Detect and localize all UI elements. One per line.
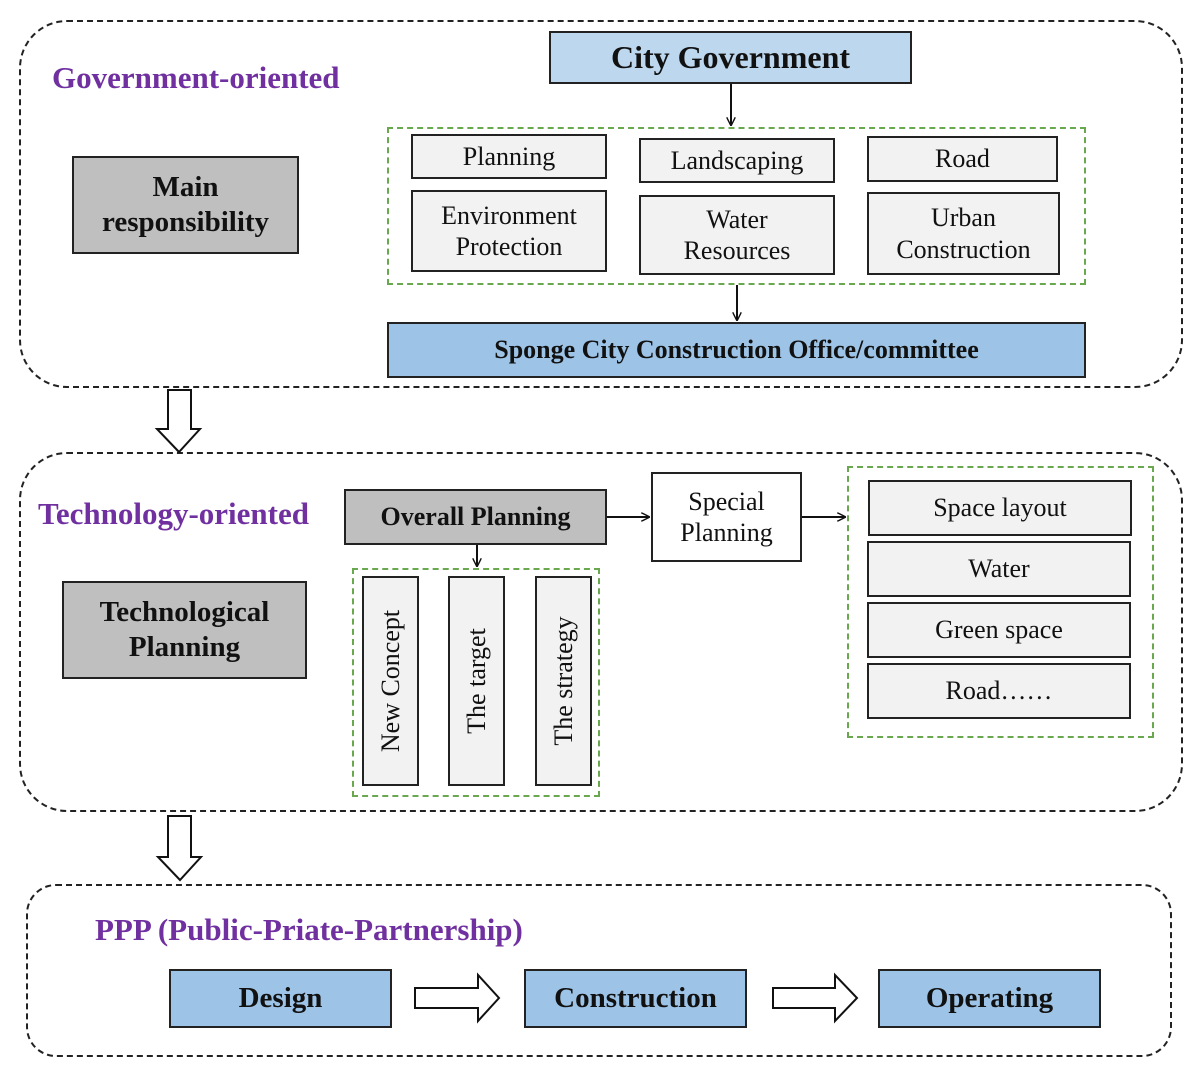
- ppp-stage-operating: Operating: [878, 969, 1101, 1028]
- technology-group: [19, 452, 1183, 812]
- special-item-water: Water: [867, 541, 1131, 597]
- city-government-box: City Government: [549, 31, 912, 84]
- special-item-green-space: Green space: [867, 602, 1131, 658]
- aspect-the-strategy: The strategy: [535, 576, 592, 786]
- aspect-the-target: The target: [448, 576, 505, 786]
- special-item-space-layout: Space layout: [868, 480, 1132, 536]
- ppp-title: PPP (Public-Priate-Partnership): [95, 912, 523, 947]
- dept-planning: Planning: [411, 134, 607, 179]
- hollow-arrow-construction-to-operating: [772, 972, 859, 1024]
- dept-landscaping: Landscaping: [639, 138, 835, 183]
- dept-environment-protection: Environment Protection: [411, 190, 607, 272]
- dept-urban-construction: Urban Construction: [867, 192, 1060, 275]
- ppp-stage-construction: Construction: [524, 969, 747, 1028]
- hollow-arrow-tech-to-ppp: [155, 815, 204, 882]
- hollow-arrow-gov-to-tech: [154, 389, 203, 454]
- technological-planning-box: Technological Planning: [62, 581, 307, 679]
- departments-group: [387, 127, 1086, 285]
- sponge-city-office-box: Sponge City Construction Office/committe…: [387, 322, 1086, 378]
- technology-title: Technology-oriented: [38, 496, 309, 531]
- special-items-group: [847, 466, 1154, 738]
- ppp-stage-design: Design: [169, 969, 392, 1028]
- ppp-group: [26, 884, 1172, 1057]
- main-responsibility-box: Main responsibility: [72, 156, 299, 254]
- government-title: Government-oriented: [52, 60, 340, 95]
- hollow-arrow-design-to-construction: [414, 972, 501, 1024]
- overall-planning-box: Overall Planning: [344, 489, 607, 545]
- dept-water-resources: Water Resources: [639, 195, 835, 275]
- planning-aspects-group: [352, 568, 600, 797]
- government-group: [19, 20, 1183, 388]
- special-planning-box: Special Planning: [651, 472, 802, 562]
- dept-road: Road: [867, 136, 1058, 182]
- special-item-road: Road……: [867, 663, 1131, 719]
- aspect-new-concept: New Concept: [362, 576, 419, 786]
